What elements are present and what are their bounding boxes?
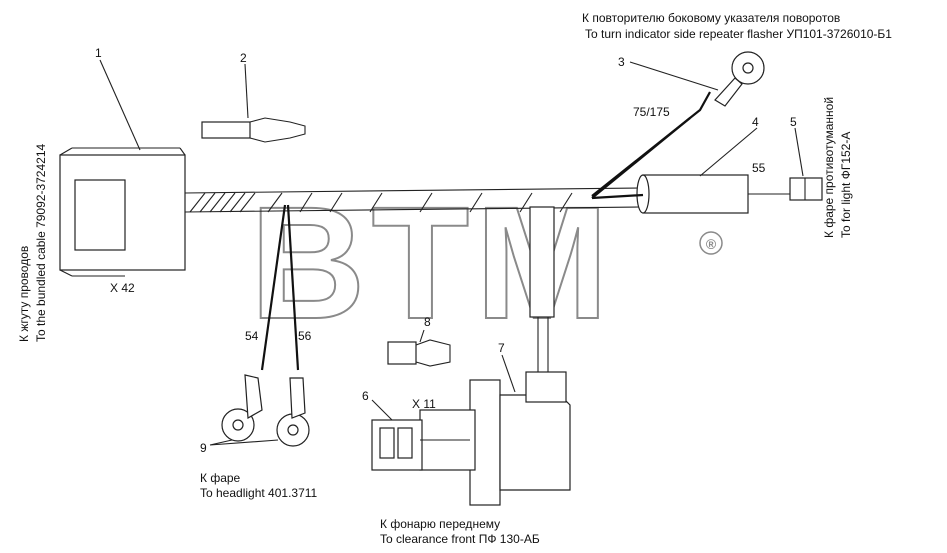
callout-2: 2 [240, 51, 247, 65]
foglight-label-en: To for light ФГ152-А [839, 132, 853, 238]
callout-6: 6 [362, 389, 369, 403]
terminal-8 [387, 339, 451, 367]
wire-56 [286, 204, 300, 371]
clearance-label-en: To clearance front ПФ 130-АБ [380, 532, 540, 546]
watermark-text: BTM [250, 173, 615, 352]
terminal-2 [201, 117, 306, 143]
fog-light-plug [789, 177, 823, 201]
callout-3: 3 [618, 55, 625, 69]
bundle-label-en: To the bundled cable 79092-3724214 [34, 144, 48, 342]
connector-x42 [59, 147, 186, 277]
wire-label-55: 55 [752, 161, 766, 175]
wire-label-75-175: 75/175 [633, 105, 670, 119]
headlight-label-en: To headlight 401.3711 [200, 486, 318, 500]
repeater-label-en: To turn indicator side repeater flasher … [585, 27, 892, 41]
connector-label-x11: X 11 [412, 397, 436, 411]
wire-label-56: 56 [298, 329, 312, 343]
bundle-label-ru: К жгуту проводов [17, 246, 31, 342]
harness-bundle [184, 187, 641, 372]
callout-8: 8 [424, 315, 431, 329]
callout-9: 9 [200, 441, 207, 455]
connector-x11 [371, 371, 571, 506]
repeater-label-ru: К повторителю боковому указателя поворот… [582, 11, 840, 25]
foglight-label-ru: К фаре противотуманной [822, 97, 836, 238]
ring-terminals-9 [221, 374, 310, 447]
callout-5: 5 [790, 115, 797, 129]
ring-terminal-3 [714, 51, 765, 107]
callout-4: 4 [752, 115, 759, 129]
registered-circle [699, 231, 723, 255]
registered-mark: ® [706, 236, 717, 252]
headlight-label-ru: К фаре [200, 471, 241, 485]
wire-label-54: 54 [245, 329, 259, 343]
clearance-label-ru: К фонарю переднему [380, 517, 500, 531]
callout-7: 7 [498, 341, 505, 355]
callout-1: 1 [95, 46, 102, 60]
fog-light-sleeve [636, 174, 790, 214]
wire-55 [591, 193, 644, 200]
wire-54 [260, 204, 287, 371]
connector-label-x42: X 42 [110, 281, 135, 295]
